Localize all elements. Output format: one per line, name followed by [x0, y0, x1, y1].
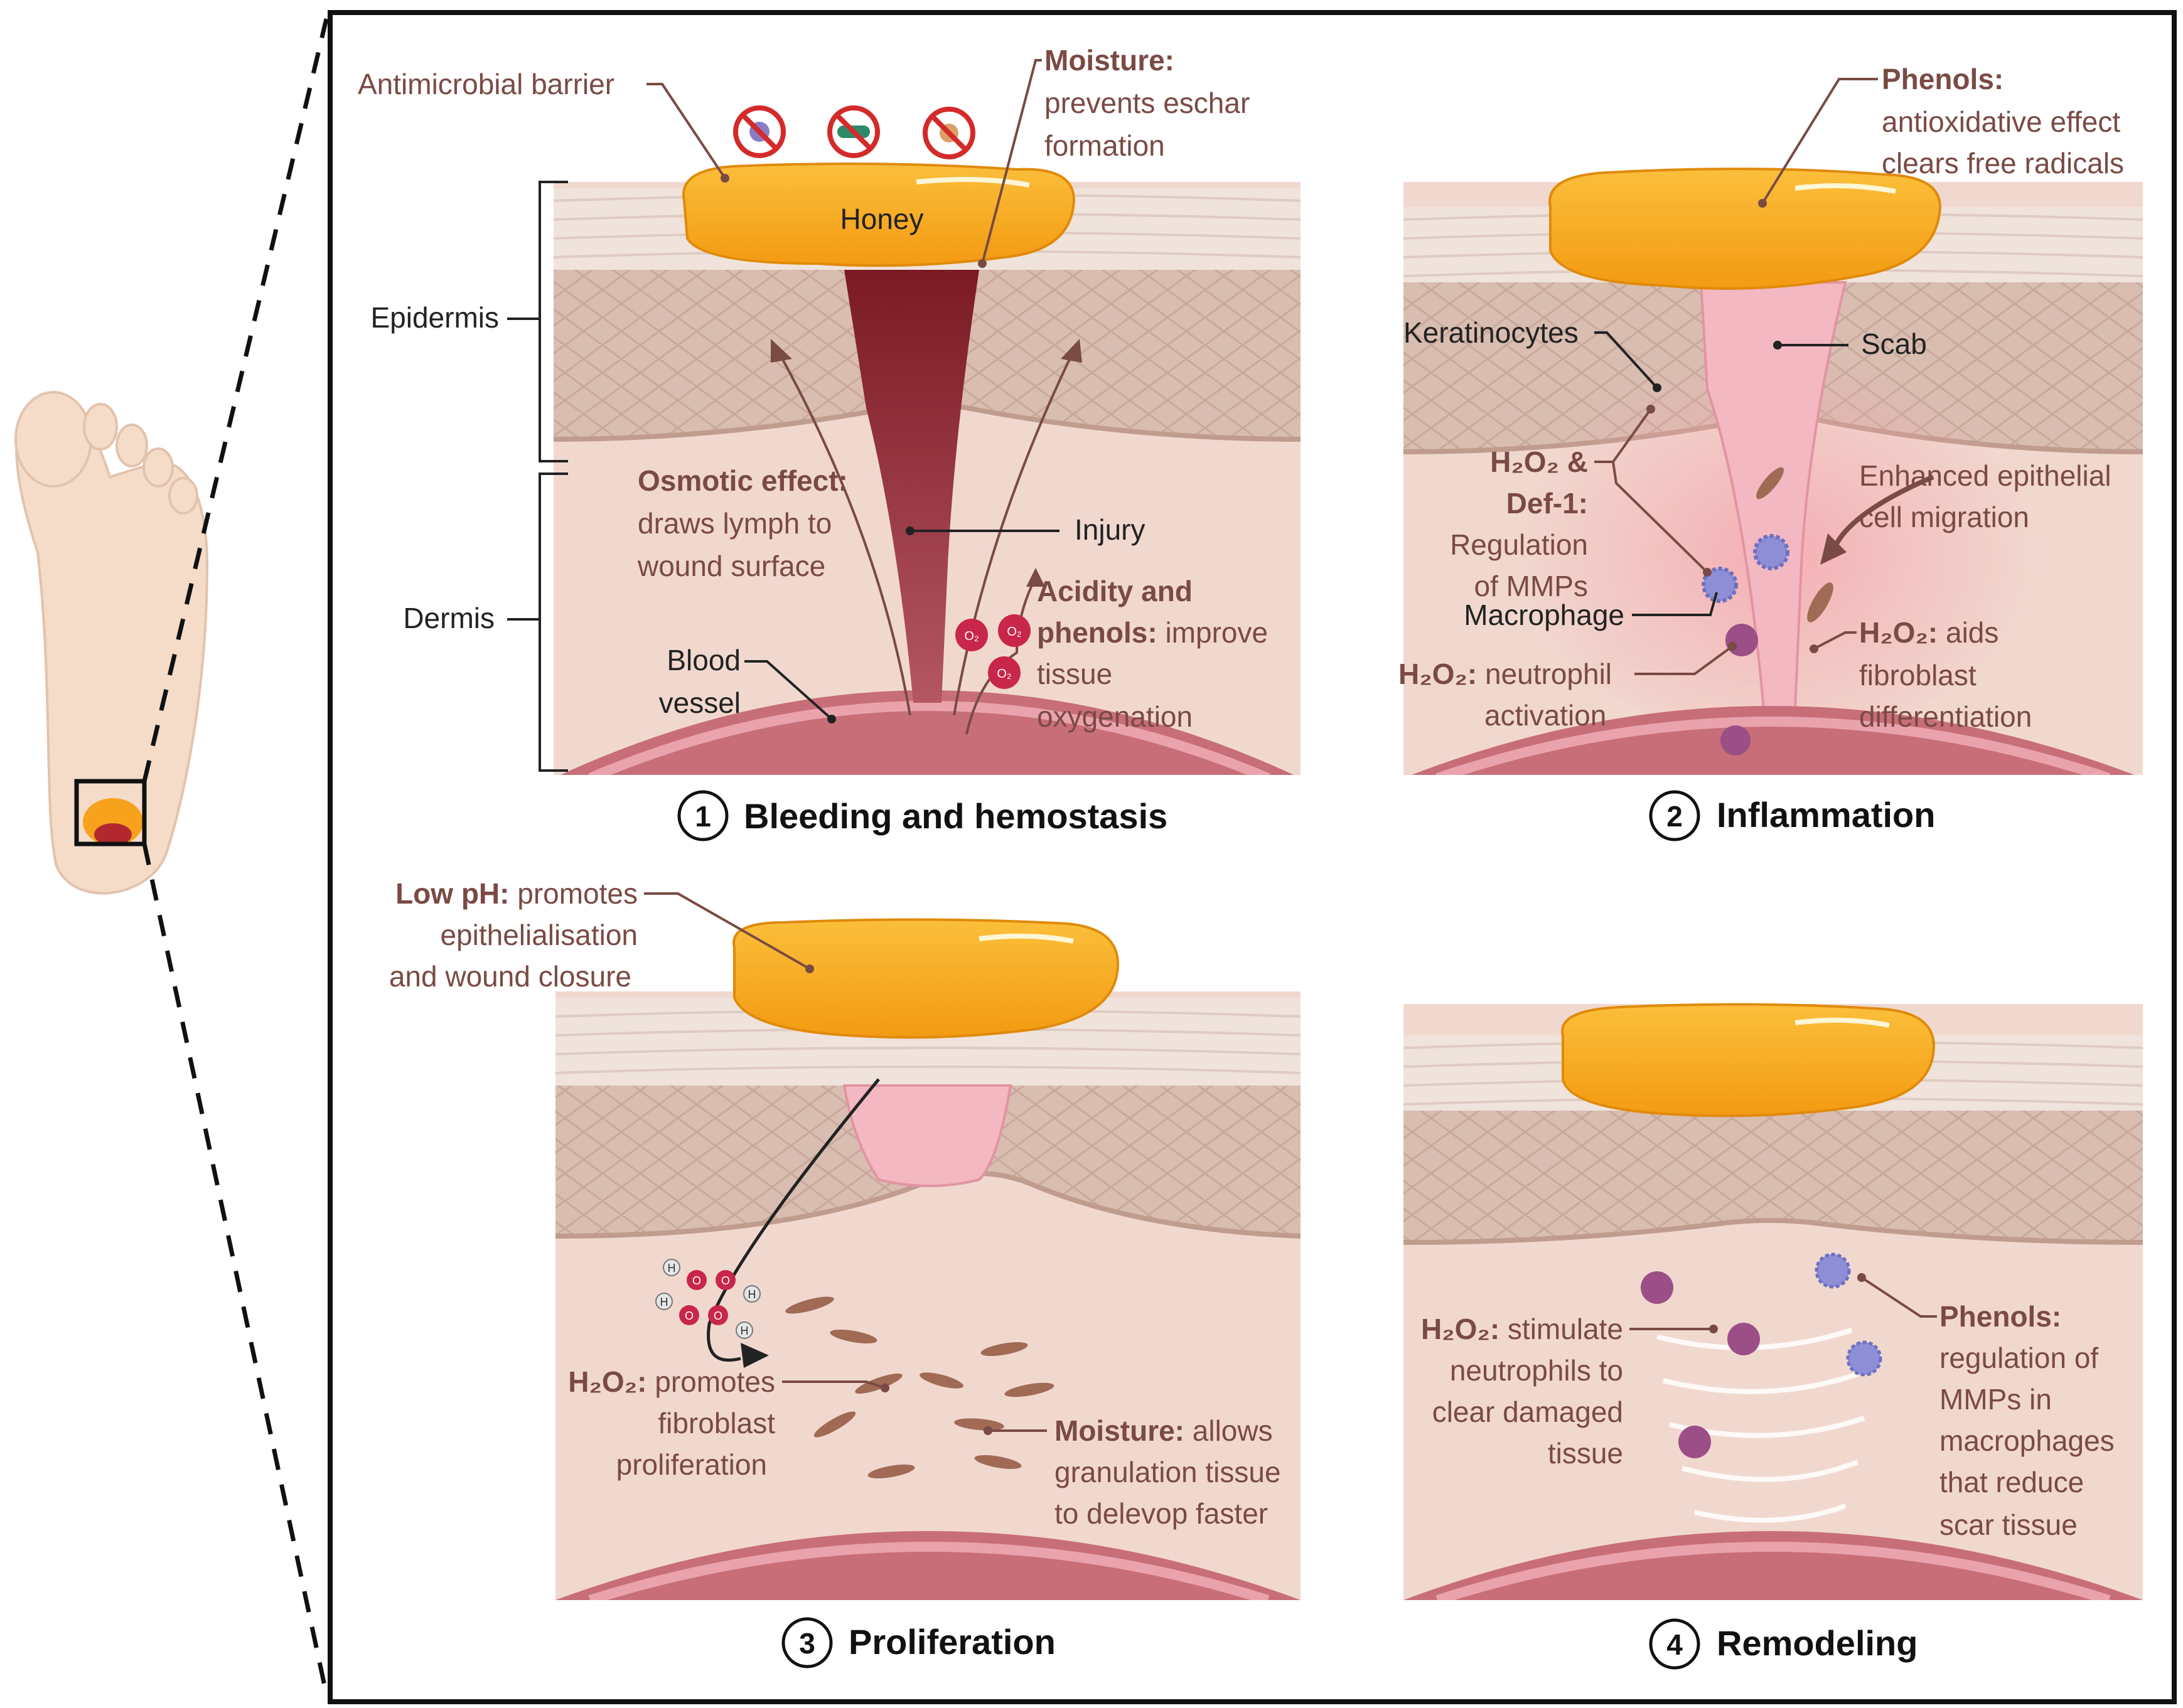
step-1-badge [677, 790, 729, 841]
h2o2-def1-title-2: Def-1: [1506, 487, 1588, 520]
panel-proliferation: H O O H H O O H Low pH: promotes epithel… [389, 877, 1301, 1668]
svg-text:H: H [660, 1296, 668, 1308]
honey-blob-4 [1561, 1003, 1935, 1118]
aids-text-2: fibroblast [1859, 659, 1976, 691]
stimulate-title: H₂O₂: stimulate [1421, 1313, 1623, 1345]
osmotic-title: Osmotic effect: [638, 464, 848, 497]
epidermis-label: Epidermis [370, 301, 499, 334]
phenols-remodel-text-4: that reduce [1939, 1466, 2084, 1498]
phenols-remodel-title: Phenols: [1939, 1300, 2061, 1333]
phenols-remodel-text-1: regulation of [1939, 1342, 2098, 1374]
injury-label: Injury [1075, 513, 1145, 546]
low-ph-title: Low pH: promotes [395, 877, 638, 910]
no-microbe-icons [733, 105, 975, 159]
svg-text:O: O [692, 1274, 701, 1287]
macrophage-cell-icon [1702, 567, 1738, 603]
acidity-text-2: tissue [1037, 658, 1112, 690]
enhanced-migration-text-1: Enhanced epithelial [1859, 459, 2111, 492]
svg-text:O₂: O₂ [1007, 625, 1021, 639]
svg-text:O: O [714, 1310, 722, 1322]
step-2-badge [1649, 790, 1700, 841]
osmotic-text-1: draws lymph to [638, 507, 832, 540]
moisture-text-1: prevents eschar [1044, 87, 1250, 119]
step-4-badge [1649, 1618, 1700, 1670]
svg-text:H: H [748, 1288, 756, 1301]
h2o2-def1-title-1: H₂O₂ & [1490, 446, 1588, 478]
step-3-badge [781, 1617, 833, 1668]
aids-title: H₂O₂: aids [1859, 616, 1998, 649]
h2o2-prolif-text-2: fibroblast [658, 1407, 775, 1439]
o2-molecules: O₂ O₂ O₂ [955, 614, 1031, 689]
step-3-number: 3 [799, 1627, 815, 1660]
panel-1-title: Bleeding and hemostasis [744, 796, 1167, 836]
phenols-text-2: clears free radicals [1882, 147, 2124, 179]
low-ph-text-3: and wound closure [389, 960, 631, 993]
zoom-box [74, 779, 147, 846]
panel-bleeding-hemostasis: O₂ O₂ O₂ Honey Epidermis Dermis Antimicr… [358, 44, 1301, 841]
panel-2-title: Inflammation [1717, 795, 1935, 835]
fibroblast-cells [785, 1296, 1054, 1479]
moisture-prolif-text-3: to delevop faster [1054, 1497, 1268, 1530]
moisture-prolif-title: Moisture: allows [1054, 1414, 1273, 1447]
svg-text:O₂: O₂ [997, 667, 1011, 681]
dermis-label: Dermis [403, 602, 495, 634]
neutrophil-text-2: activation [1484, 699, 1606, 732]
h2o2-molecule-icon: H O O H H O O H [655, 1259, 761, 1339]
honey-blob-2 [1548, 168, 1941, 290]
stimulate-text-4: tissue [1548, 1437, 1623, 1470]
phenols-remodel-text-3: macrophages [1939, 1424, 2115, 1457]
neutrophil-title: H₂O₂: neutrophil [1398, 658, 1612, 690]
step-4-number: 4 [1666, 1628, 1683, 1661]
phenols-remodel-text-2: MMPs in [1939, 1383, 2052, 1416]
acidity-text-3: oxygenation [1037, 700, 1193, 733]
phenols-remodel-text-5: scar tissue [1939, 1508, 2078, 1541]
aids-text-3: differentiation [1859, 700, 2032, 733]
panel-3-title: Proliferation [849, 1622, 1056, 1662]
moisture-title: Moisture: [1044, 44, 1174, 77]
stimulate-text-2: neutrophils to [1450, 1354, 1623, 1387]
svg-text:O₂: O₂ [964, 629, 979, 643]
neutrophil-cell-icon [1725, 624, 1758, 656]
panel-4-title: Remodeling [1717, 1623, 1917, 1663]
low-ph-text-2: epithelialisation [440, 919, 638, 951]
moisture-text-2: formation [1044, 129, 1165, 162]
keratinocytes-label: Keratinocytes [1403, 316, 1579, 349]
step-2-number: 2 [1666, 800, 1683, 833]
h2o2-prolif-title: H₂O₂: promotes [568, 1365, 775, 1398]
neutrophil-cells-remodel [1641, 1271, 1760, 1458]
big-toe-icon [14, 391, 92, 488]
phenols-title: Phenols: [1882, 63, 2003, 95]
foot-illustration [14, 18, 329, 1695]
zoom-frame [328, 10, 2177, 1704]
blood-vessel-label-2: vessel [659, 686, 741, 719]
enhanced-migration-text-2: cell migration [1859, 501, 2029, 533]
svg-text:O: O [685, 1310, 694, 1322]
honey-label: Honey [840, 203, 924, 235]
macrophage-label: Macrophage [1464, 599, 1624, 631]
honey-blob-1 [682, 163, 1075, 267]
svg-text:H: H [741, 1325, 749, 1337]
stimulate-text-3: clear damaged [1432, 1396, 1623, 1428]
svg-text:O: O [721, 1274, 730, 1287]
moisture-prolif-text-2: granulation tissue [1054, 1456, 1281, 1488]
scab-label: Scab [1861, 328, 1927, 360]
macrophage-cells-remodel [1815, 1252, 1882, 1377]
honey-blob-3 [732, 918, 1119, 1039]
h2o2-def1-text-1: Regulation [1450, 528, 1588, 561]
blood-vessel-label-1: Blood [667, 644, 741, 676]
h2o2-def1-text-2: of MMPs [1474, 570, 1588, 602]
panel-remodeling: H₂O₂: stimulate neutrophils to clear dam… [1403, 1003, 2143, 1670]
h2o2-prolif-text-3: proliferation [616, 1448, 767, 1481]
lymph-arrow-left [777, 351, 911, 716]
step-1-number: 1 [695, 800, 711, 833]
svg-text:H: H [668, 1262, 676, 1274]
lymph-arrow-right [953, 351, 1075, 716]
osmotic-text-2: wound surface [637, 550, 825, 582]
panel-inflammation: Phenols: antioxidative effect clears fre… [1398, 63, 2143, 841]
acidity-title-2: phenols: improve [1037, 616, 1268, 649]
acidity-title-1: Acidity and [1037, 575, 1193, 607]
antimicrobial-label: Antimicrobial barrier [358, 68, 614, 100]
phenols-text-1: antioxidative effect [1882, 105, 2120, 138]
